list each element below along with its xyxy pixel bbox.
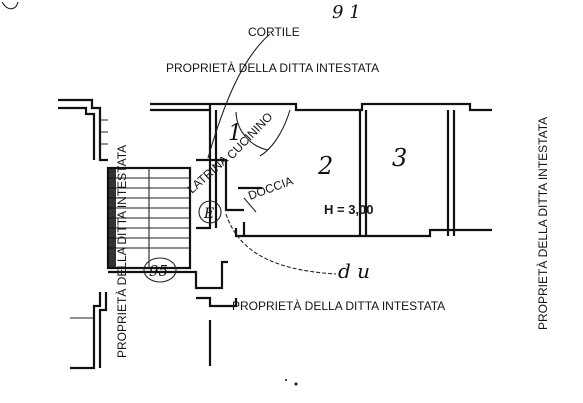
owner-label-left: PROPRIETÀ DELLA DITTA INTESTATA <box>114 145 129 358</box>
doccia-label: DOCCIA <box>246 174 295 203</box>
door-swing <box>225 213 337 275</box>
dot-mark <box>294 382 298 386</box>
circle-e-marker: E <box>198 200 222 224</box>
circle-95-label: 95 <box>149 262 168 280</box>
room-3-label: 3 <box>392 144 407 172</box>
staircase <box>106 166 192 270</box>
entry-mark <box>243 197 257 213</box>
cortile-label: CORTILE <box>248 25 300 39</box>
left-neighbour-walls <box>58 98 108 162</box>
owner-label-top: PROPRIETÀ DELLA DITTA INTESTATA <box>166 60 379 75</box>
owner-label-right: PROPRIETÀ DELLA DITTA INTESTATA <box>535 117 550 330</box>
apartment-walls <box>150 102 492 238</box>
cortile-leader <box>207 33 271 159</box>
top-number-label: 9 1 <box>332 2 361 23</box>
handwritten-note: d u <box>338 259 370 283</box>
stair-treads <box>108 177 190 249</box>
room-2-label: 2 <box>317 152 333 180</box>
circle-95-marker: 95 <box>143 257 177 283</box>
dot-mark <box>285 379 287 381</box>
corner-mark <box>1 1 19 10</box>
circle-e-label: E <box>203 206 214 222</box>
owner-label-bottom: PROPRIETÀ DELLA DITTA INTESTATA <box>232 298 445 313</box>
room-1-label: 1 <box>228 121 242 146</box>
lower-walls <box>70 260 238 370</box>
ceiling-height-label: H = 3,00 <box>324 202 374 217</box>
